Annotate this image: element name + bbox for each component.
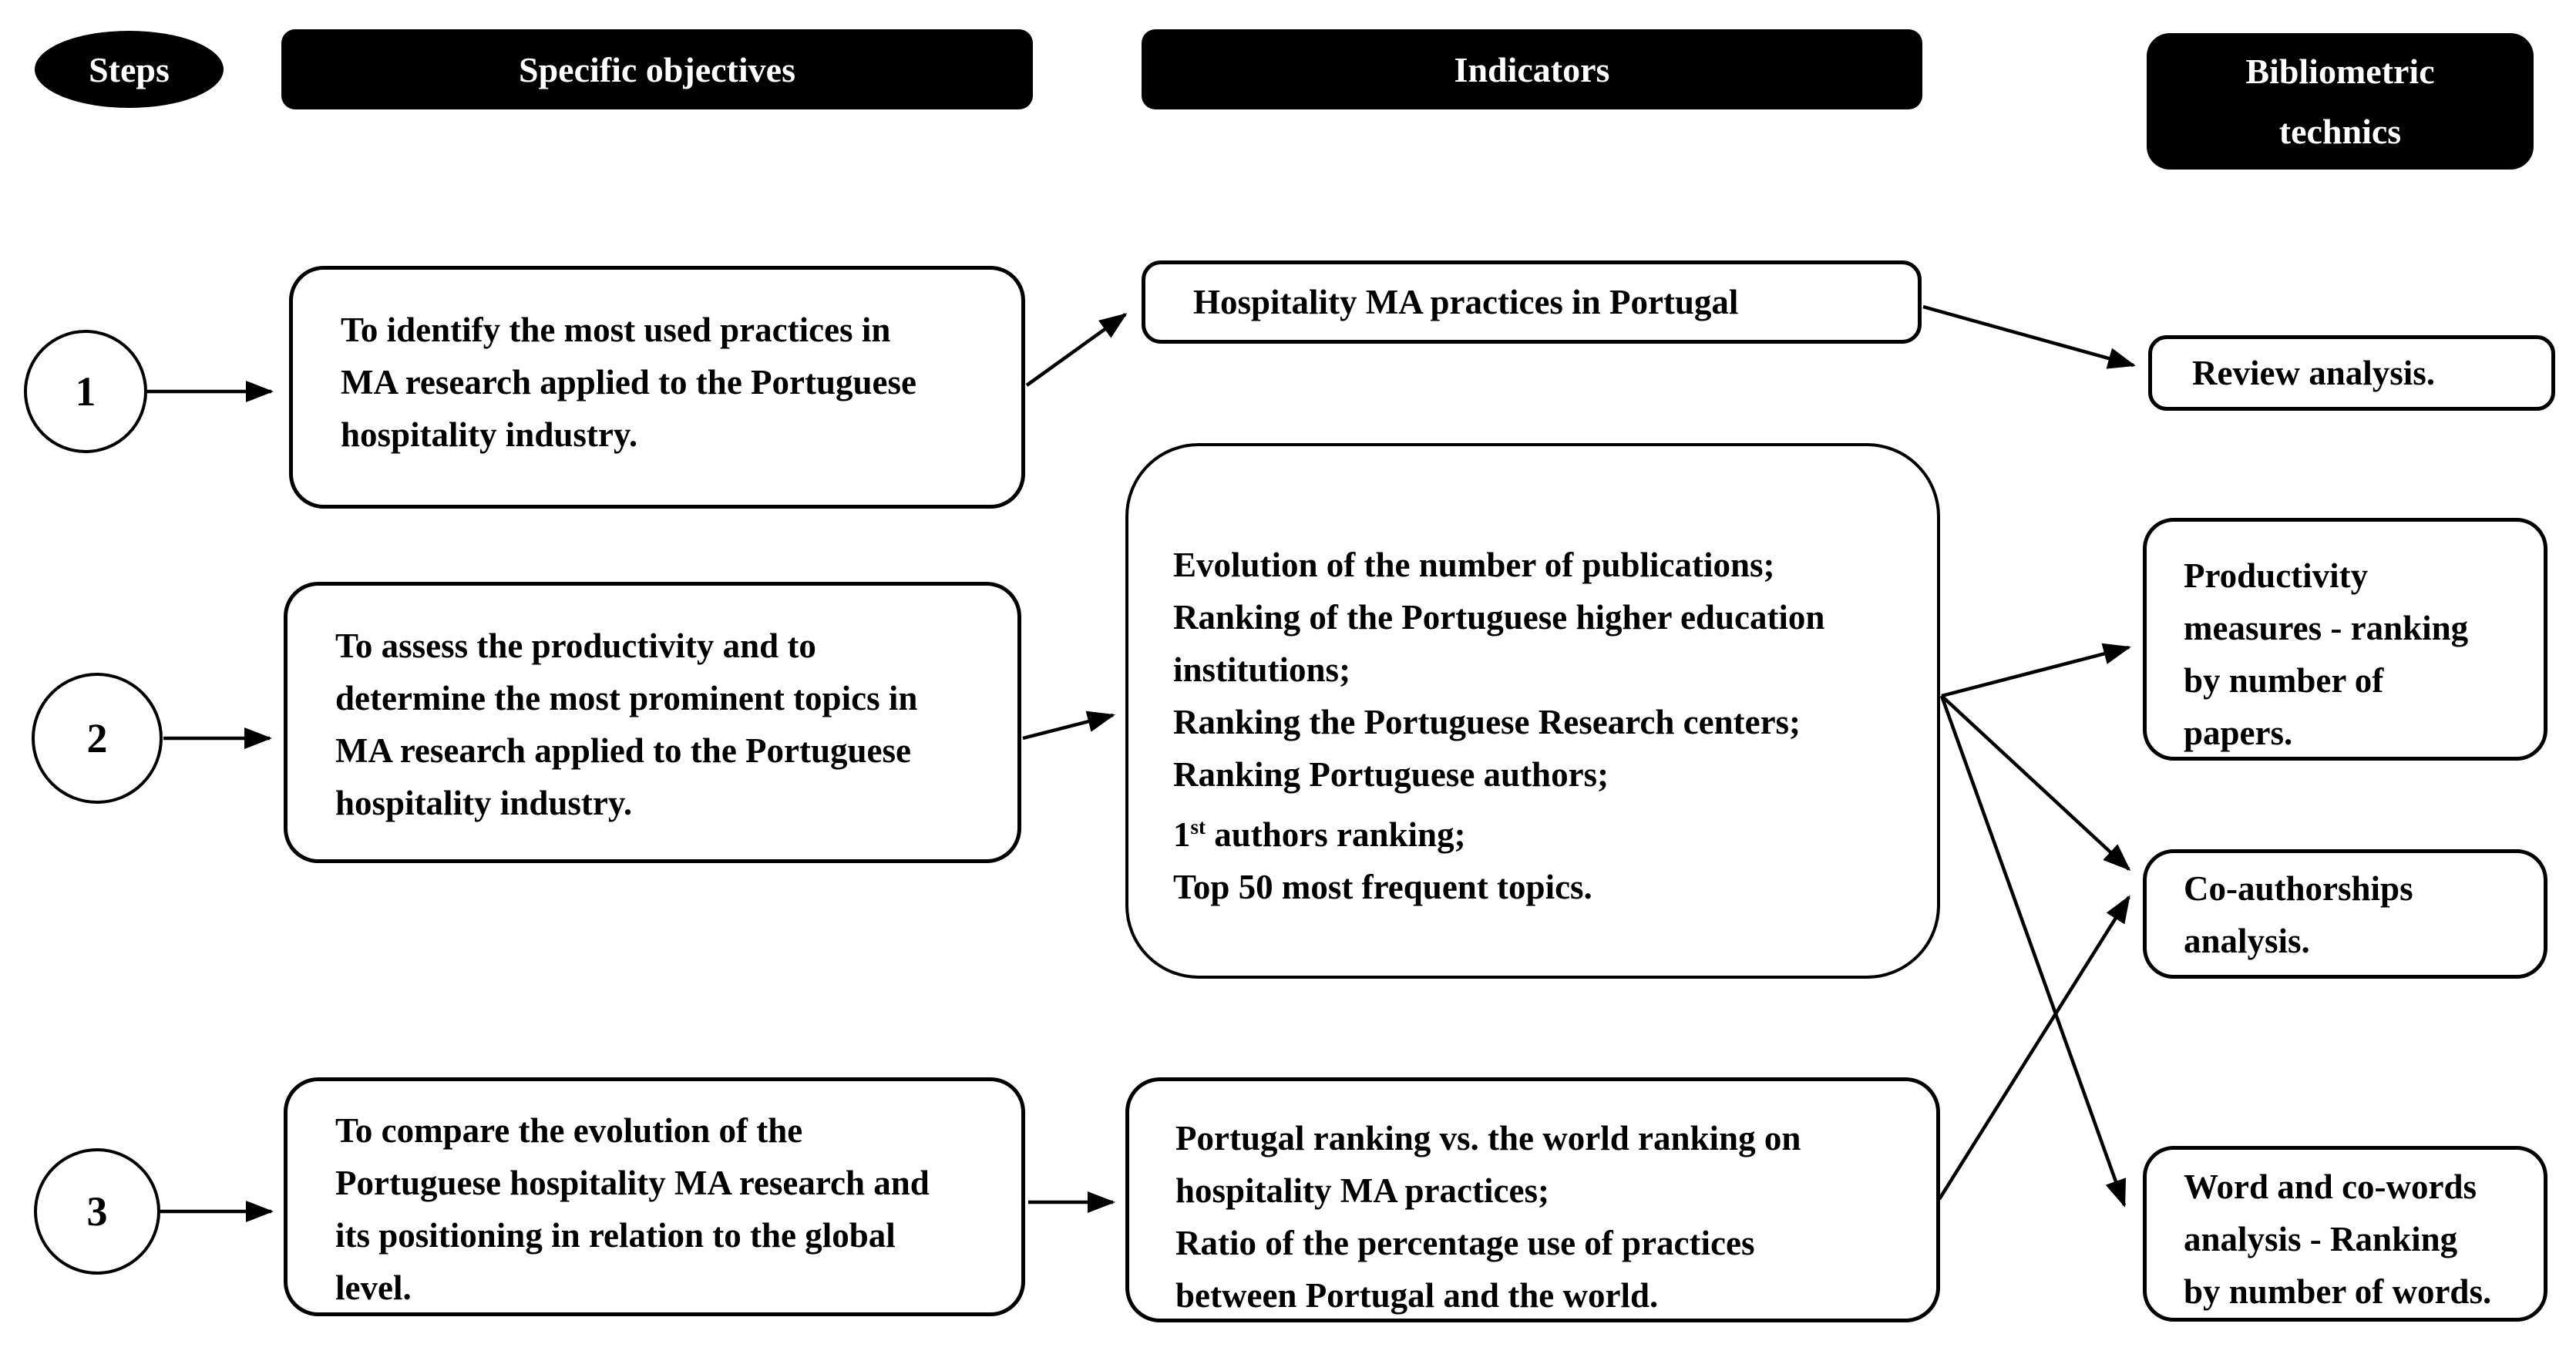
technic-box-productivity-measures: Productivity measures - ranking by numbe… [2143,518,2547,761]
technic-box-word-cowords-analysis: Word and co-words analysis - Ranking by … [2143,1146,2547,1322]
indicator2-line4: Ranking the Portuguese Research centers; [1173,703,1801,741]
words-line2: analysis - Ranking [2184,1220,2458,1258]
column-header-indicators-label: Indicators [1454,49,1610,89]
objective1-line1: To identify the most used practices in [341,311,891,349]
objective-box-step2: To assess the productivity and to determ… [284,582,1021,863]
indicator1-line1: Hospitality MA practices in Portugal [1193,283,1739,321]
indicator3-line3: Ratio of the percentage use of practices [1175,1224,1755,1262]
coauthorships-line1: Co-authorships [2184,869,2413,908]
arrow-indicator2-to-word-cowords [1939,695,2127,1208]
step-circle-1: 1 [24,330,147,453]
objective3-line4: level. [335,1268,412,1307]
indicator2-line7: Top 50 most frequent topics. [1173,868,1592,906]
indicator3-line4: between Portugal and the world. [1175,1276,1659,1315]
indicator2-line5: Ranking Portuguese authors; [1173,755,1609,794]
objective3-line2: Portuguese hospitality MA research and [335,1164,930,1202]
arrow-objective1-to-indicator1 [1025,313,1128,387]
words-line3: by number of words. [2184,1272,2492,1311]
indicator2-line6-first-authors: 1st authors ranking; [1173,801,1922,861]
column-header-indicators: Indicators [1142,29,1922,109]
step-number-1: 1 [75,368,96,415]
coauthorships-line2: analysis. [2184,922,2310,960]
indicator2-line1: Evolution of the number of publications; [1173,546,1775,584]
productivity-line1: Productivity [2184,556,2369,595]
bibliometric-header-line1: Bibliometric [2245,51,2435,91]
words-line1: Word and co-words [2184,1168,2477,1206]
first-authors-number: 1 [1173,815,1191,854]
column-header-bibliometric-technics: Bibliometric technics [2147,33,2534,170]
objective3-line3: its positioning in relation to the globa… [335,1216,896,1255]
objective1-line3: hospitality industry. [341,415,638,454]
objective2-line2: determine the most prominent topics in [335,679,918,717]
arrow-indicator2-to-productivity-measures [1941,643,2131,698]
step-number-2: 2 [86,715,108,761]
step-number-3: 3 [86,1188,108,1235]
column-header-steps: Steps [35,31,224,108]
technic-box-coauthorships-analysis: Co-authorships analysis. [2143,849,2547,979]
step-circle-2: 2 [32,673,163,804]
indicator2-line3: institutions; [1173,650,1351,689]
indicator-box-step1: Hospitality MA practices in Portugal [1142,260,1922,344]
objective-box-step3: To compare the evolution of the Portugue… [284,1077,1025,1316]
objective2-line3: MA research applied to the Portuguese [335,731,912,770]
column-header-specific-objectives-label: Specific objectives [519,49,795,89]
objective2-line1: To assess the productivity and to [335,627,816,665]
objective2-line4: hospitality industry. [335,784,633,822]
productivity-line3: by number of [2184,661,2384,700]
arrow-indicator2-to-coauthorships [1940,694,2131,872]
productivity-line2: measures - ranking [2184,609,2469,647]
indicator-box-step3: Portugal ranking vs. the world ranking o… [1125,1077,1940,1322]
arrow-indicator3-to-coauthorships [1938,895,2130,1201]
arrow-objective2-to-indicator2 [1022,711,1115,741]
first-authors-text: authors ranking; [1206,815,1466,854]
indicator2-line2: Ranking of the Portuguese higher educati… [1173,598,1825,637]
column-header-specific-objectives: Specific objectives [281,29,1033,109]
indicator3-line2: hospitality MA practices; [1175,1171,1549,1210]
indicator3-line1: Portugal ranking vs. the world ranking o… [1175,1119,1801,1157]
step-circle-3: 3 [34,1148,160,1275]
objective3-line1: To compare the evolution of the [335,1111,803,1150]
indicator-box-step2: Evolution of the number of publications;… [1125,443,1940,979]
objective1-line2: MA research applied to the Portuguese [341,363,917,401]
productivity-line4: papers. [2184,714,2293,752]
objective-box-step1: To identify the most used practices in M… [289,266,1025,509]
first-authors-superscript: st [1190,815,1206,838]
technic-box-review-analysis: Review analysis. [2148,335,2555,411]
arrow-indicator1-to-review-analysis [1922,304,2136,369]
review-analysis-label: Review analysis. [2192,354,2435,392]
column-header-steps-label: Steps [89,49,170,89]
bibliometric-header-line2: technics [2278,111,2402,151]
